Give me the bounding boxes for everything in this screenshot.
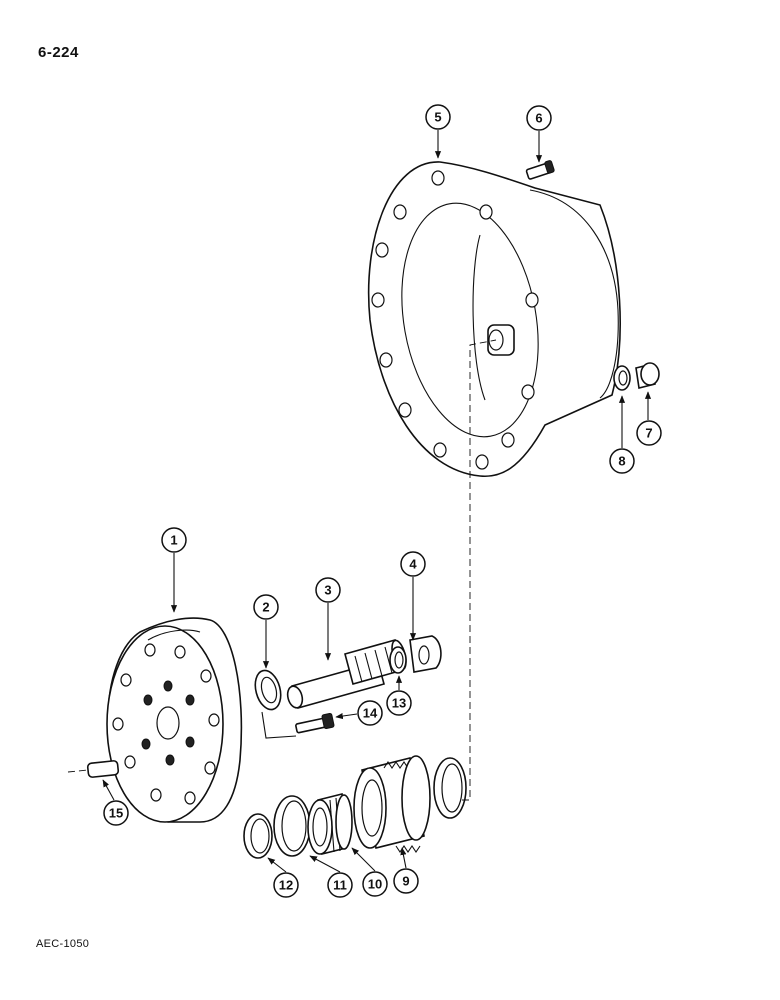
callout-2: 2 [253, 594, 279, 669]
snap-ring-part-13 [389, 646, 407, 674]
washer-part-8 [613, 365, 631, 391]
gear-part-9 [353, 755, 431, 853]
callout-11: 11 [309, 855, 353, 898]
callout-14: 14 [335, 700, 383, 726]
svg-text:1: 1 [170, 533, 177, 548]
svg-text:11: 11 [333, 878, 347, 893]
svg-text:12: 12 [279, 878, 293, 893]
pin-part-15 [67, 760, 120, 778]
callout-6: 6 [526, 105, 552, 163]
alignment-line-housing [462, 339, 497, 801]
lock-plate-part-4 [409, 635, 442, 673]
carrier-part-1 [106, 617, 243, 823]
bearing-part-10 [307, 792, 353, 856]
svg-text:4: 4 [409, 557, 417, 572]
svg-text:15: 15 [109, 806, 123, 821]
svg-text:8: 8 [618, 454, 625, 469]
callout-15: 15 [102, 779, 129, 826]
callout-1: 1 [161, 527, 187, 613]
housing-part-5 [367, 161, 621, 478]
callout-4: 4 [400, 551, 426, 641]
callout-9: 9 [393, 847, 419, 894]
plug-part-7 [635, 362, 660, 389]
thrust-washer-part-2 [254, 669, 282, 711]
figure-code: AEC-1050 [36, 938, 90, 950]
callout-7: 7 [636, 391, 662, 446]
callout-8: 8 [609, 395, 635, 474]
alignment-line-bolt [261, 711, 297, 739]
svg-text:2: 2 [262, 600, 269, 615]
callout-12: 12 [267, 857, 299, 898]
ring-part-11 [273, 795, 311, 857]
callout-3: 3 [315, 577, 341, 661]
svg-text:14: 14 [363, 706, 378, 721]
retaining-ring [433, 757, 467, 819]
snap-ring-part-12 [243, 813, 273, 859]
svg-text:9: 9 [402, 874, 409, 889]
svg-text:5: 5 [434, 110, 441, 125]
bolt-part-14 [295, 712, 335, 734]
callout-13: 13 [386, 675, 412, 716]
svg-text:13: 13 [392, 696, 406, 711]
svg-text:3: 3 [324, 583, 331, 598]
svg-text:7: 7 [645, 426, 652, 441]
svg-text:6: 6 [535, 111, 542, 126]
screw-part-6 [525, 160, 555, 180]
callout-5: 5 [425, 104, 451, 159]
callout-10: 10 [351, 847, 388, 897]
svg-text:10: 10 [368, 877, 382, 892]
page-number: 6-224 [38, 44, 79, 61]
